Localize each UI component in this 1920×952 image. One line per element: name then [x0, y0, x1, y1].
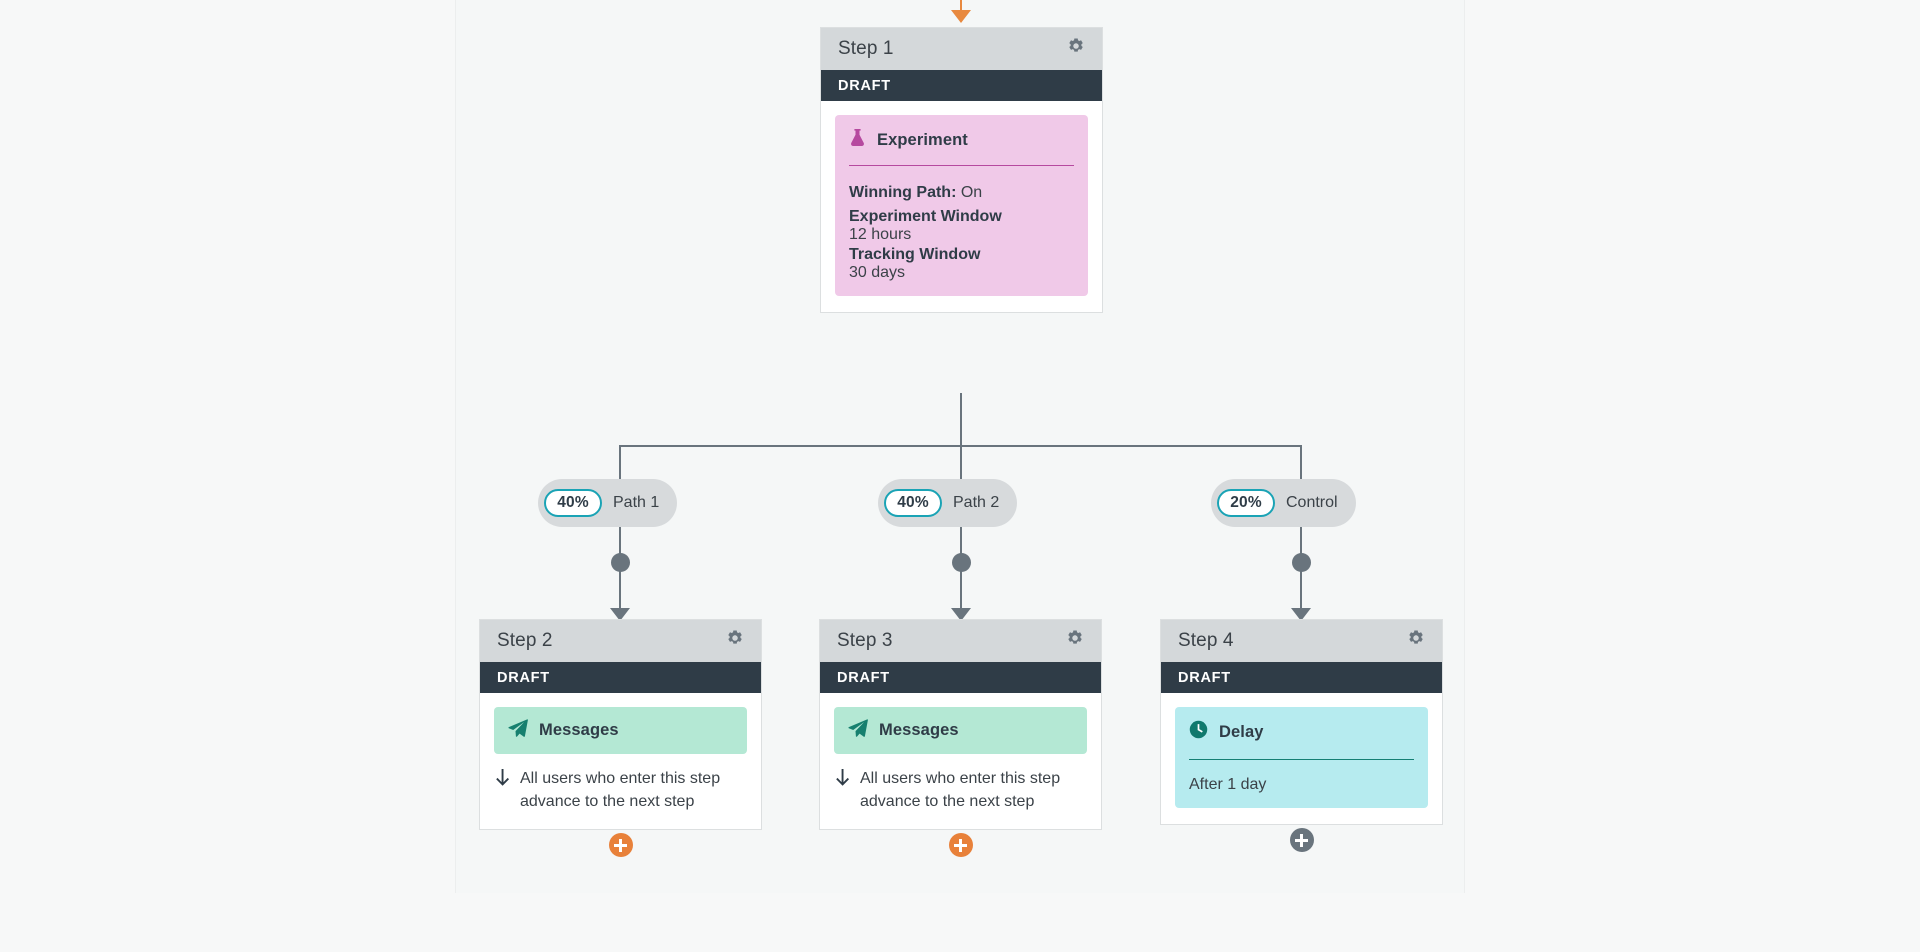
paper-plane-icon [848, 719, 868, 742]
connector-node-right[interactable] [1292, 553, 1311, 572]
messages-tile[interactable]: Messages [494, 707, 747, 754]
connector-node-left[interactable] [611, 553, 630, 572]
status-badge-label: DRAFT [497, 669, 550, 686]
entry-connector-line [960, 0, 962, 12]
step-header: Step 2 [480, 620, 761, 662]
field-label: Winning Path: [849, 184, 957, 201]
gear-icon[interactable] [1067, 37, 1086, 61]
status-badge: DRAFT [480, 662, 761, 693]
split-branch-right [1300, 445, 1302, 482]
tile-label: Delay [1219, 722, 1264, 741]
split-branch-left [619, 445, 621, 482]
split-trunk-line [960, 393, 962, 446]
messages-tile[interactable]: Messages [834, 707, 1087, 754]
advance-note-text: All users who enter this step advance to… [520, 770, 721, 811]
path-pill-control[interactable]: 20% Control [1211, 479, 1356, 527]
field-winning-path: Winning Path: On [849, 180, 1074, 206]
tile-header: Experiment [849, 128, 1074, 152]
step-body: Experiment Winning Path: On Experiment W… [821, 101, 1102, 312]
step-title: Step 3 [837, 630, 893, 651]
gear-icon[interactable] [1066, 629, 1085, 653]
tile-divider [1189, 759, 1414, 760]
paper-plane-icon [508, 719, 528, 742]
tile-label: Messages [539, 721, 619, 739]
field-value: On [960, 184, 983, 201]
step-header: Step 1 [821, 28, 1102, 70]
step-card-step-1[interactable]: Step 1 DRAFT Experiment [820, 27, 1103, 313]
tile-header: Messages [848, 719, 1073, 742]
step-header: Step 4 [1161, 620, 1442, 662]
status-badge: DRAFT [820, 662, 1101, 693]
arrow-down-icon [834, 767, 851, 813]
path-pill-path-2[interactable]: 40% Path 2 [878, 479, 1018, 527]
path-pill-path-1[interactable]: 40% Path 1 [538, 479, 678, 527]
status-badge: DRAFT [821, 70, 1102, 101]
path-percent-badge: 20% [1217, 489, 1275, 517]
status-badge-label: DRAFT [837, 669, 890, 686]
pill-connector-left [619, 527, 621, 617]
tile-header: Messages [508, 719, 733, 742]
arrow-down-icon [494, 767, 511, 813]
advance-note: All users who enter this step advance to… [494, 767, 747, 813]
add-step-button[interactable] [608, 833, 633, 858]
pill-connector-center [960, 527, 962, 617]
step-card-step-2[interactable]: Step 2 DRAFT Messages [479, 619, 762, 858]
step-title: Step 1 [838, 38, 894, 59]
add-step-button[interactable] [948, 833, 973, 858]
path-label: Path 2 [953, 494, 1000, 511]
gear-icon[interactable] [1407, 629, 1426, 653]
step-card-step-3[interactable]: Step 3 DRAFT Messages [819, 619, 1102, 858]
step-title: Step 4 [1178, 630, 1234, 651]
tile-label: Experiment [877, 130, 968, 149]
path-label: Path 1 [613, 494, 660, 511]
delay-value: After 1 day [1189, 776, 1267, 793]
status-badge-label: DRAFT [838, 77, 891, 94]
step-title: Step 2 [497, 630, 553, 651]
path-label: Control [1286, 494, 1338, 511]
tile-divider [849, 165, 1074, 166]
arrow-down-icon-center [951, 608, 971, 621]
field-experiment-window: Experiment Window 12 hours [849, 208, 1074, 244]
tile-label: Messages [879, 721, 959, 739]
split-branch-center [960, 445, 962, 482]
advance-note: All users who enter this step advance to… [834, 767, 1087, 813]
arrow-down-icon-left [610, 608, 630, 621]
field-tracking-window: Tracking Window 30 days [849, 246, 1074, 282]
field-value: 12 hours [849, 225, 912, 243]
path-percent-badge: 40% [884, 489, 942, 517]
delay-tile[interactable]: Delay After 1 day [1175, 707, 1428, 808]
field-value: 30 days [849, 263, 906, 281]
step-body: Messages All users who enter this step a… [480, 693, 761, 858]
clock-icon [1189, 720, 1208, 744]
entry-arrow-icon [951, 10, 971, 23]
field-label: Experiment Window [849, 207, 1002, 225]
step-body: Messages All users who enter this step a… [820, 693, 1101, 858]
step-header: Step 3 [820, 620, 1101, 662]
status-badge: DRAFT [1161, 662, 1442, 693]
advance-note-text: All users who enter this step advance to… [860, 770, 1061, 811]
pill-connector-right [1300, 527, 1302, 617]
gear-icon[interactable] [726, 629, 745, 653]
arrow-down-icon-right [1291, 608, 1311, 621]
connector-node-center[interactable] [952, 553, 971, 572]
status-badge-label: DRAFT [1178, 669, 1231, 686]
experiment-tile[interactable]: Experiment Winning Path: On Experiment W… [835, 115, 1088, 296]
tile-header: Delay [1189, 720, 1414, 744]
add-step-button[interactable] [1289, 828, 1314, 852]
step-card-step-4[interactable]: Step 4 DRAFT Delay [1160, 619, 1443, 852]
step-body: Delay After 1 day [1161, 693, 1442, 852]
field-label: Tracking Window [849, 245, 981, 263]
flask-icon [849, 128, 866, 152]
path-percent-badge: 40% [544, 489, 602, 517]
